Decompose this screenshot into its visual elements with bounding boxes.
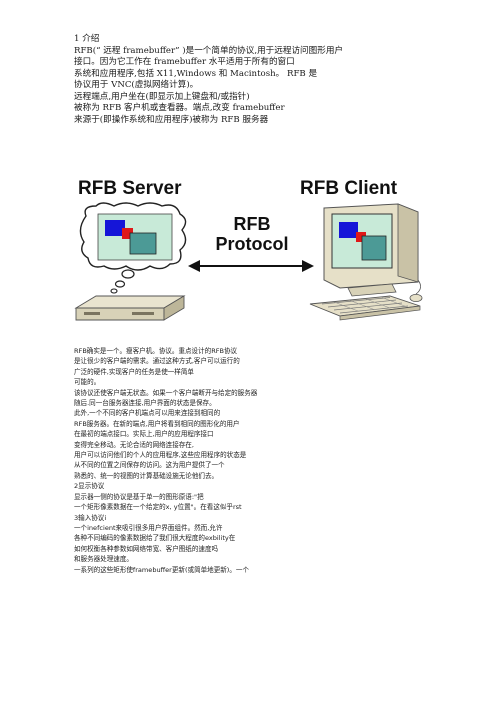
text-line: 协议用于 VNC(虚拟网络计算)。 xyxy=(74,80,199,91)
bidirectional-arrow-icon xyxy=(188,260,314,272)
text-line: 从不同的位置之间保存的访问。这为用户提供了一个 xyxy=(74,461,225,470)
section-heading: 1 介绍 xyxy=(74,34,100,44)
text-line: 来源于(即操作系统和应用程序)被称为 RFB 服务器 xyxy=(74,114,269,125)
server-machine-icon xyxy=(74,295,186,321)
text-line: 是让很少的客户端的需求。通过这种方式,客户可以运行的 xyxy=(74,357,240,366)
section-heading: 2显示协议 xyxy=(74,482,105,491)
text-line: 一系列的这些矩形使framebuffer更新(或简单地更新)。一个 xyxy=(74,565,249,574)
text-line: 系统和应用程序,包括 X11,Windows 和 Macintosh。 RFB … xyxy=(74,68,318,79)
text-line: 可能的。 xyxy=(74,378,101,387)
text-line: 用户可以访问他们的个人的应用程序,这些应用程序的状态是 xyxy=(74,451,247,460)
text-line: 被称为 RFB 客户机或查看器。端点,改变 framebuffer xyxy=(74,103,285,114)
text-line: 在最初的端点接口。实际上,用户的应用程序接口 xyxy=(74,430,214,439)
client-computer-icon xyxy=(309,203,423,321)
body-section: RFB确实是一个。瘦客户机。协议。重点设计的RFB协议 是让很少的客户端的需求。… xyxy=(74,346,474,575)
text-line: 一个矩形像素数据在一个给定的x, y位置"。在看这似乎rst xyxy=(74,503,242,512)
text-line: 随后.同一台服务器连接,用户界面的状态是保存。 xyxy=(74,399,216,408)
text-line: 熟悉的、统一的视图的计算基础设施无论他们去。 xyxy=(74,471,219,480)
text-line: 和服务器处理速度。 xyxy=(74,555,133,564)
text-line: 广泛的硬件,实现客户的任务是使一样简单 xyxy=(74,367,194,376)
client-label: RFB Client xyxy=(300,178,398,199)
text-line: 接口。因为它工作在 framebuffer 水平适用于所有的窗口 xyxy=(74,57,295,68)
intro-section: 1 介绍 RFB(“ 远程 framebuffer” )是一个简单的协议,用于远… xyxy=(74,34,474,126)
text-line: 该协议还使客户端无状态。如果一个客户端断开与给定的服务器 xyxy=(74,388,258,397)
text-line: 变得完全移动。无论合适的网络连接存在, xyxy=(74,440,194,449)
section-heading: 3输入协议i xyxy=(74,513,107,522)
protocol-label-1: RFB xyxy=(234,214,271,234)
text-line: RFB(“ 远程 framebuffer” )是一个简单的协议,用于远程访问图形… xyxy=(74,45,344,56)
protocol-label-2: Protocol xyxy=(215,234,288,254)
text-line: 如何权衡各种参数如网络带宽、客户图纸的速度吗 xyxy=(74,544,219,553)
text-line: 一个inefcient来吸引很多用户界面组件。然而,允许 xyxy=(74,523,223,532)
rfb-diagram: RFB Server RFB Client RFB Protocol xyxy=(72,170,432,338)
text-line: RFB服务器。在新的端点,用户将看到相同的图形化的用户 xyxy=(74,419,240,428)
text-line: 此外,一个不同的客户机端点可以用来连接到相同的 xyxy=(74,409,221,418)
text-line: 显示器一侧的协议是基于单一的图形原语:"把 xyxy=(74,492,204,501)
server-cloud xyxy=(79,202,187,294)
text-line: 各种不同编码的像素数据给了我们很大程度的exbility在 xyxy=(74,534,236,543)
text-line: RFB确实是一个。瘦客户机。协议。重点设计的RFB协议 xyxy=(74,347,238,355)
text-line: 远程端点,用户坐在(即显示加上键盘和/或指针) xyxy=(74,91,250,102)
server-label: RFB Server xyxy=(78,178,182,199)
